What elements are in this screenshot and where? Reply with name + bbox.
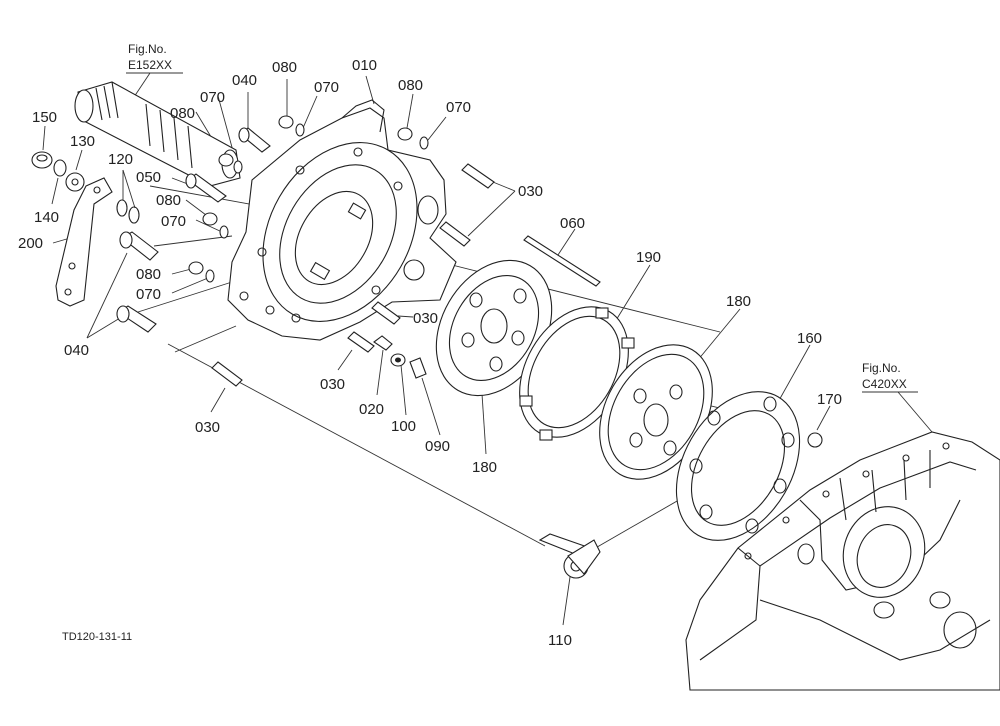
part-label-130: 130: [70, 133, 95, 150]
main-housing-part: [227, 99, 457, 341]
part-label-010: 010: [352, 57, 377, 74]
figure-ref-right-code: C420XX: [862, 377, 907, 391]
part-label-090: 090: [425, 438, 450, 455]
part-label-070: 070: [200, 89, 225, 106]
part-label-180: 180: [726, 293, 751, 310]
part-label-020: 020: [359, 401, 384, 418]
washers-left: [31, 151, 140, 224]
part-label-070: 070: [314, 79, 339, 96]
figure-ref-top-code: E152XX: [128, 58, 172, 72]
part-label-140: 140: [34, 209, 59, 226]
figure-ref-right: Fig.No. C420XX: [862, 361, 907, 391]
studs: [211, 163, 601, 387]
part-label-150: 150: [32, 109, 57, 126]
part-label-080: 080: [156, 192, 181, 209]
shoulder-bolt-110: [538, 533, 601, 579]
part-label-080: 080: [170, 105, 195, 122]
figure-ref-top: Fig.No. E152XX: [128, 42, 172, 72]
bolts-left: [116, 127, 271, 333]
part-label-070: 070: [161, 213, 186, 230]
part-label-110: 110: [548, 632, 572, 649]
part-label-120: 120: [108, 151, 133, 168]
lever-arm-part: [55, 177, 113, 307]
plug-parts: [390, 353, 427, 379]
gasket-160: [675, 391, 801, 541]
part-label-180: 180: [472, 459, 497, 476]
part-label-070: 070: [136, 286, 161, 303]
part-label-160: 160: [797, 330, 822, 347]
part-labels: 010 020 030 030 030 030 040 040 050 060 …: [18, 57, 842, 649]
part-label-190: 190: [636, 249, 661, 266]
transmission-case-part: [685, 431, 1000, 691]
part-label-080: 080: [272, 59, 297, 76]
part-label-200: 200: [18, 235, 43, 252]
part-label-030: 030: [518, 183, 543, 200]
part-label-030: 030: [320, 376, 345, 393]
figure-ref-right-label: Fig.No.: [862, 361, 901, 375]
pin-170: [807, 432, 823, 448]
part-label-030: 030: [413, 310, 438, 327]
part-label-070: 070: [446, 99, 471, 116]
part-label-040: 040: [232, 72, 257, 89]
part-label-030: 030: [195, 419, 220, 436]
nuts-and-washers: [188, 115, 429, 283]
drawing-code: TD120-131-11: [62, 631, 132, 643]
part-label-060: 060: [560, 215, 585, 232]
part-label-170: 170: [817, 391, 842, 408]
part-label-080: 080: [398, 77, 423, 94]
figure-ref-top-label: Fig.No.: [128, 42, 167, 56]
part-label-050: 050: [136, 169, 161, 186]
part-label-100: 100: [391, 418, 416, 435]
friction-plate-180-right: [599, 344, 713, 480]
part-label-080: 080: [136, 266, 161, 283]
steel-plate-190: [519, 306, 635, 441]
part-label-040: 040: [64, 342, 89, 359]
